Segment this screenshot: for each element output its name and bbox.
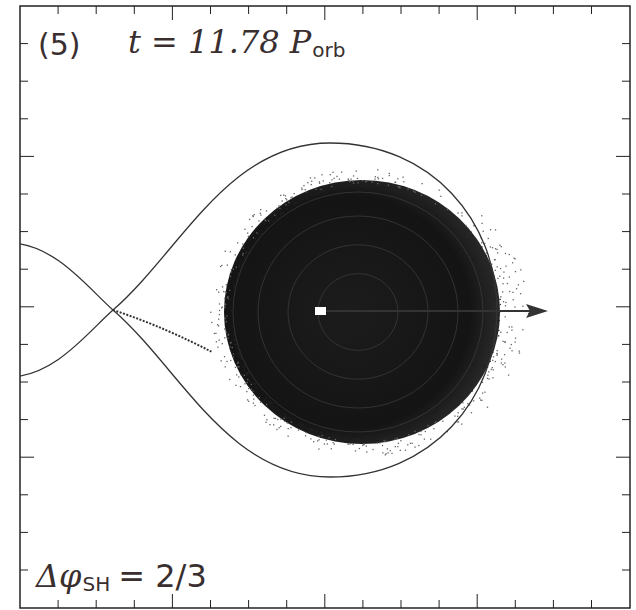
plot-annotation: SH	[83, 574, 111, 594]
gas-stream	[113, 310, 212, 352]
panel-number: (5)	[38, 30, 81, 60]
primary-star	[315, 307, 326, 315]
plot-annotation: orb	[312, 40, 345, 60]
plot-annotation: = 2/3	[118, 560, 206, 592]
accretion-disk	[210, 169, 529, 455]
plot-annotation: t = 11.78 P	[128, 26, 311, 58]
plot-annotation: Δφ	[36, 560, 82, 592]
roche-lobe-secondary	[20, 243, 113, 377]
arrow-head	[526, 304, 548, 318]
axis-ticks	[20, 6, 630, 608]
plot-frame	[20, 6, 630, 608]
direction-arrow	[326, 310, 530, 312]
